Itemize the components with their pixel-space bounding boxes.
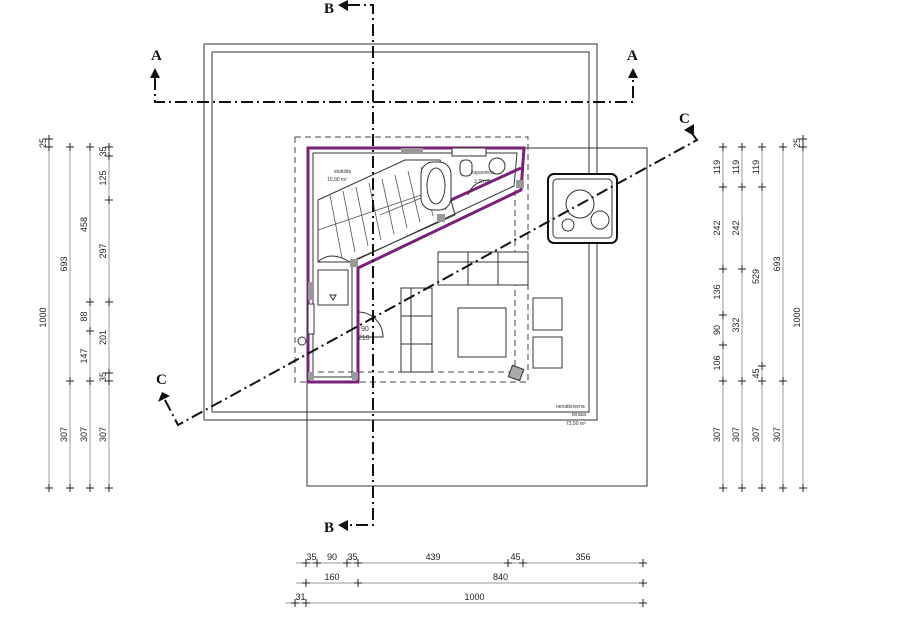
window xyxy=(451,147,487,157)
section-arrow-icon xyxy=(338,0,348,11)
armchair xyxy=(532,336,563,369)
section-line-c xyxy=(158,124,699,427)
dimension-value: 307 xyxy=(59,427,69,442)
section-arrow-icon xyxy=(150,68,160,78)
door-swing xyxy=(467,179,491,196)
dimension-value: 242 xyxy=(731,220,741,235)
door-height: 210 xyxy=(358,335,370,342)
section-line-b xyxy=(338,0,374,531)
section-arrow-icon xyxy=(158,392,170,402)
dimension-value: 136 xyxy=(712,284,722,299)
dimension-value: 25 xyxy=(38,138,48,148)
bathtub xyxy=(420,161,452,211)
dimension-value: 160 xyxy=(324,572,339,582)
dimension-value: 332 xyxy=(731,317,741,332)
furniture xyxy=(400,173,618,382)
section-label-c-left: C xyxy=(156,372,167,388)
dimension-value: 458 xyxy=(79,217,89,232)
section-label-b-bottom: B xyxy=(324,520,334,536)
dimension-value: 297 xyxy=(98,243,108,258)
dimension-value: 242 xyxy=(712,220,722,235)
dimension-value: 1000 xyxy=(38,307,48,327)
dimension-value: 307 xyxy=(731,427,741,442)
dimension-value: 693 xyxy=(59,256,69,271)
dimension-value: 119 xyxy=(712,160,722,174)
dimension-value: 147 xyxy=(79,348,89,363)
dimension-value: 35 xyxy=(306,552,316,562)
room-name-terrace-2: terasa xyxy=(572,412,586,418)
dimension-value: 307 xyxy=(712,427,722,442)
door-width: 90 xyxy=(361,326,369,333)
dimension-value: 307 xyxy=(98,427,108,442)
stair-direction-arrow-icon xyxy=(329,294,337,301)
dimension-value: 125 xyxy=(98,170,108,185)
room-area-bathroom: 3,35 m² xyxy=(474,179,491,185)
dimension-value: 693 xyxy=(772,256,782,271)
dimension-value: 307 xyxy=(79,427,89,442)
dimension-lines: 25 1000 693 307 458 88 147 307 35 125 297 201 35 307 1… xyxy=(38,135,807,607)
dimension-value: 35 xyxy=(98,372,108,382)
dimension-value: 119 xyxy=(731,160,741,174)
section-label-a-left: A xyxy=(151,48,162,64)
dimension-value: 90 xyxy=(712,325,722,335)
dimension-value: 307 xyxy=(772,427,782,442)
entrance-door[interactable] xyxy=(357,311,384,338)
armchair xyxy=(532,297,563,331)
section-arrow-icon xyxy=(684,124,694,136)
dimension-value: 439 xyxy=(425,552,440,562)
window xyxy=(307,303,315,335)
dimension-value: 25 xyxy=(792,138,802,148)
room-area-terrace: 73,50 m² xyxy=(566,421,586,427)
light-fixture-icon xyxy=(297,336,307,346)
dimension-value: 35 xyxy=(98,146,108,156)
dimension-value: 529 xyxy=(751,269,761,284)
bathroom-fixtures xyxy=(420,157,506,211)
dimension-value: 45 xyxy=(510,552,520,562)
section-label-a-right: A xyxy=(627,48,638,64)
column xyxy=(507,364,525,382)
coffee-table xyxy=(457,307,507,358)
room-name-stairs: stubište xyxy=(334,169,351,175)
section-line-a xyxy=(150,68,638,103)
dimension-value: 201 xyxy=(98,330,108,345)
dimension-value: 45 xyxy=(751,368,761,378)
dimension-value: 356 xyxy=(575,552,590,562)
room-name-terrace: nenatkrivena xyxy=(556,404,585,410)
dimension-value: 1000 xyxy=(464,592,484,602)
dimension-value: 31 xyxy=(295,592,305,602)
section-arrow-icon xyxy=(338,520,348,531)
dimension-value: 307 xyxy=(751,427,761,442)
room-area-stairs: 10,90 m² xyxy=(327,177,347,183)
dimension-value: 840 xyxy=(493,572,508,582)
sofa xyxy=(400,287,433,373)
dimension-value: 106 xyxy=(712,355,722,370)
toilet-icon xyxy=(459,159,473,177)
dimension-value: 90 xyxy=(327,552,337,562)
hot-tub xyxy=(547,173,618,244)
dimension-value: 35 xyxy=(347,552,357,562)
walls xyxy=(297,146,526,384)
section-arrow-icon xyxy=(628,68,638,78)
room-name-bathroom: kupaonica xyxy=(471,170,494,176)
section-label-b-top: B xyxy=(324,1,334,17)
dimension-value: 88 xyxy=(79,311,89,321)
dimension-value: 1000 xyxy=(792,307,802,327)
dimension-value: 119 xyxy=(751,160,761,174)
sink-icon xyxy=(488,157,506,175)
section-label-c-right: C xyxy=(679,111,690,127)
